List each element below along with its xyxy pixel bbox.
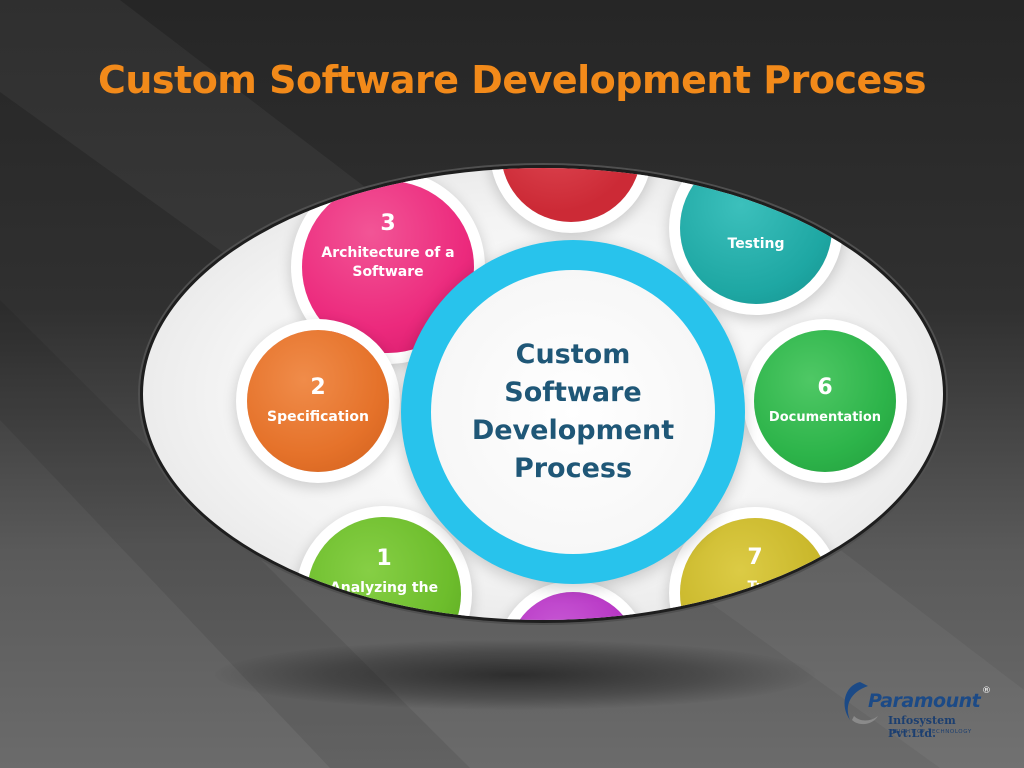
step-number: 2 [310, 374, 326, 400]
step-node-documentation: 6 Documentation [754, 330, 896, 472]
step-node-testing: Testing [680, 168, 832, 304]
hub-title: Custom Software Development Process [471, 339, 675, 484]
step-node-analyzing: 1 Analyzing the [307, 517, 461, 620]
logo-tagline: HEIGHT OF TECHNOLOGY [890, 729, 972, 735]
logo-subtitle: Infosystem Pvt.Ltd. [888, 714, 956, 740]
step-node-specification: 2 Specification [247, 330, 389, 472]
step-number: 3 [380, 211, 396, 236]
logo-name: Paramount [868, 690, 981, 712]
step-label: Tr [747, 578, 763, 595]
company-logo: Paramount ® Infosystem Pvt.Ltd. HEIGHT O… [838, 676, 998, 740]
central-hub-ring: Custom Software Development Process [401, 240, 745, 584]
slide-title: Custom Software Development Process [97, 58, 927, 102]
process-diagram-oval: 3 Architecture of a Software Testing 2 S… [140, 165, 946, 623]
step-node-training: 7 Tr [680, 518, 830, 620]
logo-swoosh-icon [844, 682, 878, 725]
step-label: Architecture of a Software [321, 245, 455, 280]
step-number: 7 [747, 544, 763, 570]
step-number: 6 [817, 374, 833, 400]
step-number: 1 [376, 545, 392, 571]
registered-mark: ® [982, 686, 991, 696]
step-label: Analyzing the [329, 579, 439, 596]
step-label: Specification [267, 408, 369, 425]
step-label: Testing [727, 235, 785, 252]
step-node-design [501, 168, 641, 222]
central-hub: Custom Software Development Process [431, 270, 715, 554]
step-node-maintenance [508, 592, 638, 620]
step-label: Documentation [768, 409, 882, 425]
oval-drop-shadow [215, 640, 815, 710]
